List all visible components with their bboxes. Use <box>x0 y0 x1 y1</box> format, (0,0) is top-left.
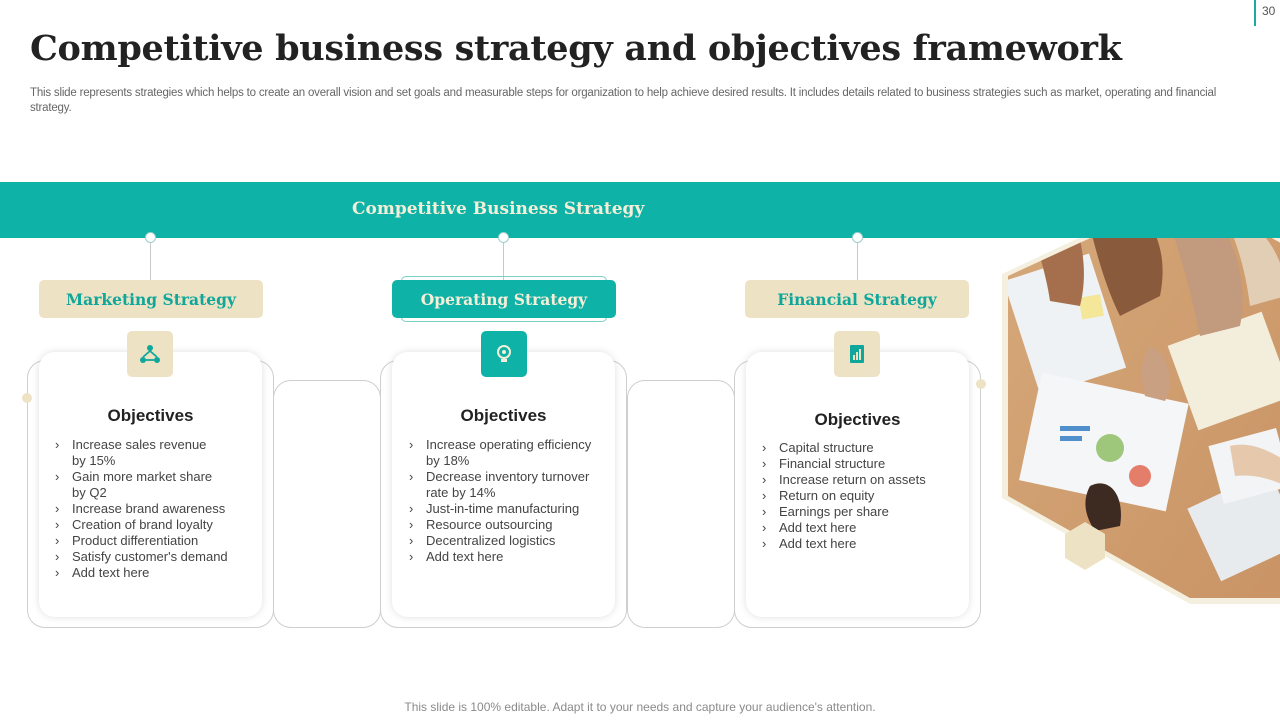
banner-title: Competitive Business Strategy <box>352 199 645 219</box>
connector-dot <box>852 232 863 243</box>
list-item: Capital structure <box>759 440 964 456</box>
side-dot <box>22 393 32 403</box>
objectives-heading: Objectives <box>814 410 901 429</box>
financial-strategy-label: Financial Strategy <box>745 280 969 318</box>
marketing-network-icon <box>127 331 173 377</box>
list-item: Satisfy customer's demand <box>52 549 257 565</box>
operating-strategy-label: Operating Strategy <box>392 280 616 318</box>
list-item: Increase sales revenue <box>52 437 257 453</box>
page-title: Competitive business strategy and object… <box>30 28 1122 69</box>
marketing-objectives-list: Increase sales revenue by 15% Gain more … <box>52 437 257 581</box>
connector-line <box>150 238 151 280</box>
financial-objectives-list: Capital structure Financial structure In… <box>759 440 964 552</box>
connector-line <box>503 238 504 280</box>
team-meeting-photo <box>1002 186 1280 604</box>
list-item: by 15% <box>72 453 116 468</box>
finance-report-icon <box>834 331 880 377</box>
list-item: by 18% <box>426 453 470 468</box>
objectives-heading: Objectives <box>107 406 194 425</box>
list-item: Product differentiation <box>52 533 257 549</box>
strategy-banner <box>0 182 1280 238</box>
link-card <box>627 380 735 628</box>
connector-dot <box>145 232 156 243</box>
operating-objectives-list: Increase operating efficiency by 18% Dec… <box>406 437 611 565</box>
list-item: Creation of brand loyalty <box>52 517 257 533</box>
side-dot <box>976 379 986 389</box>
connector-dot <box>498 232 509 243</box>
list-item: Gain more market share <box>52 469 257 485</box>
footer-note: This slide is 100% editable. Adapt it to… <box>404 700 876 714</box>
list-item: Increase return on assets <box>759 472 964 488</box>
list-item: Decentralized logistics <box>406 533 611 549</box>
list-item: Add text here <box>759 536 964 552</box>
marketing-strategy-label: Marketing Strategy <box>39 280 263 318</box>
list-item: Increase brand awareness <box>52 501 257 517</box>
list-item: Earnings per share <box>759 504 964 520</box>
connector-line <box>857 238 858 280</box>
list-item: Increase operating efficiency <box>406 437 611 453</box>
list-item: by Q2 <box>72 485 107 500</box>
page-subtitle: This slide represents strategies which h… <box>30 87 1217 114</box>
list-item: rate by 14% <box>426 485 496 500</box>
list-item: Add text here <box>759 520 964 536</box>
list-item: Return on equity <box>759 488 964 504</box>
list-item: Add text here <box>406 549 611 565</box>
list-item: Add text here <box>52 565 257 581</box>
objectives-heading: Objectives <box>460 406 547 425</box>
list-item: Resource outsourcing <box>406 517 611 533</box>
link-card <box>273 380 381 628</box>
list-item: Financial structure <box>759 456 964 472</box>
list-item: Decrease inventory turnover <box>406 469 611 485</box>
slide-number: 30 <box>1254 0 1280 26</box>
lightbulb-gear-icon <box>481 331 527 377</box>
list-item: Just-in-time manufacturing <box>406 501 611 517</box>
